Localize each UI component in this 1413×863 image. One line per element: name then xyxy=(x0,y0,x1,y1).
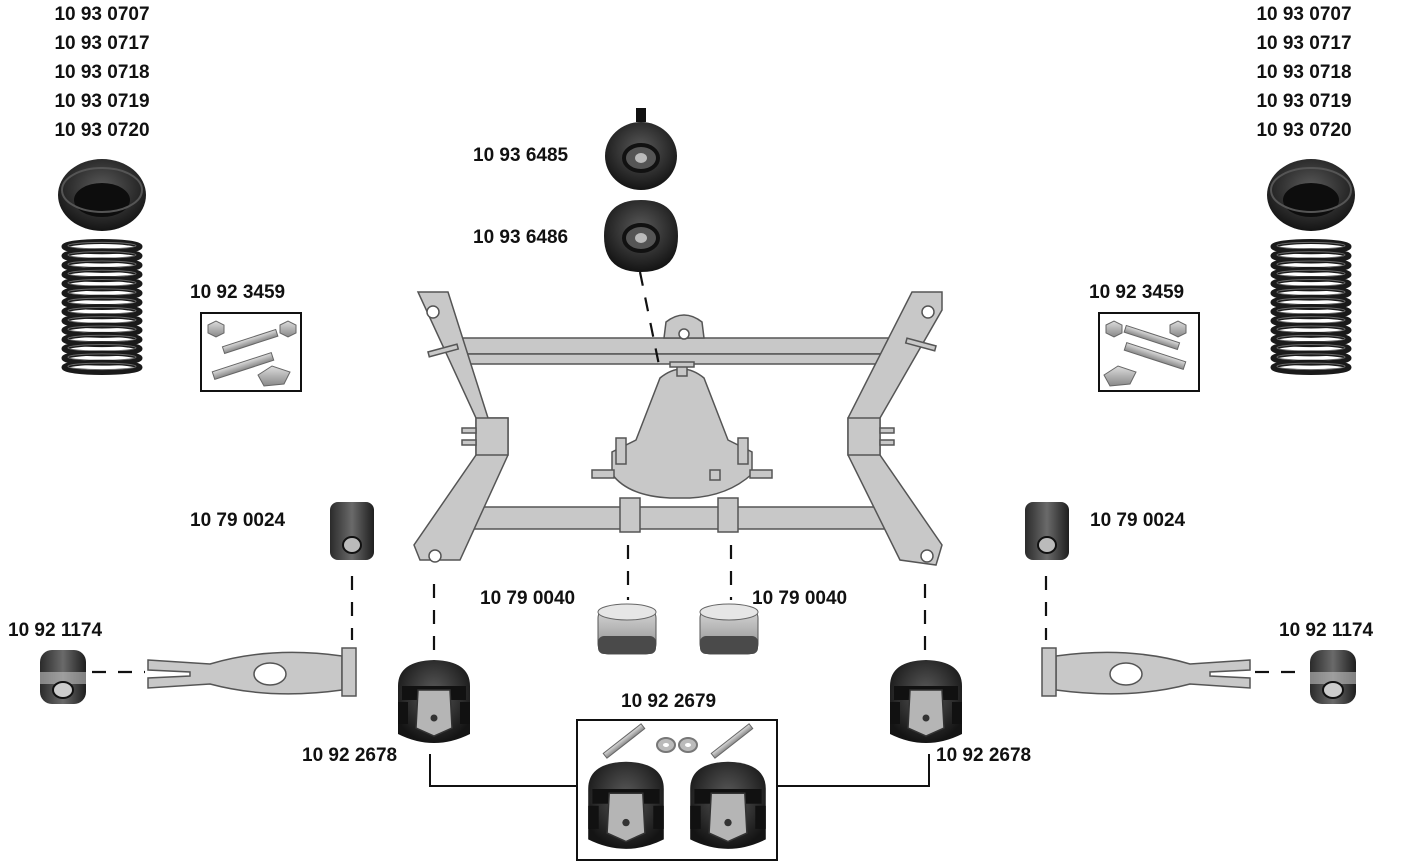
diff-mount-right-label: 10 79 0040 xyxy=(752,584,847,613)
differential xyxy=(592,362,772,498)
subframe-mount-left xyxy=(398,660,470,743)
trailing-arm-right xyxy=(1042,648,1250,696)
part-number: 10 93 0718 xyxy=(1242,58,1366,87)
top-mount-lower-label: 10 93 6486 xyxy=(473,223,568,252)
part-number: 10 93 0718 xyxy=(40,58,164,87)
bolt-kit-left xyxy=(201,313,301,391)
diff-mount-left xyxy=(598,604,656,654)
arm-bush-left xyxy=(40,650,86,704)
part-number: 10 93 0719 xyxy=(40,87,164,116)
top-mount-lower xyxy=(604,200,678,272)
spring-seat-right xyxy=(1267,159,1355,231)
top-mount-upper-label: 10 93 6485 xyxy=(473,141,568,170)
bolt-kit-right-label: 10 92 3459 xyxy=(1089,278,1184,307)
diff-mount-left-label: 10 79 0040 xyxy=(480,584,575,613)
part-number: 10 93 0720 xyxy=(1242,116,1366,145)
part-number: 10 93 0707 xyxy=(1242,0,1366,29)
arm-bush-right-label: 10 92 1174 xyxy=(1279,616,1373,645)
part-number: 10 93 0719 xyxy=(1242,87,1366,116)
subframe-mount-left-label: 10 92 2678 xyxy=(302,741,397,770)
subframe-mount-right xyxy=(890,660,962,743)
subframe-mount-right-label: 10 92 2678 xyxy=(936,741,1031,770)
part-number: 10 93 0707 xyxy=(40,0,164,29)
top-mount-upper xyxy=(605,108,677,190)
coil-spring-left xyxy=(64,242,140,373)
spring-part-numbers-left: 10 93 0707 10 93 0717 10 93 0718 10 93 0… xyxy=(40,0,164,145)
spring-part-numbers-right: 10 93 0707 10 93 0717 10 93 0718 10 93 0… xyxy=(1242,0,1366,145)
coil-spring-right xyxy=(1273,242,1349,373)
diff-mount-right xyxy=(700,604,758,654)
bush-right-label: 10 79 0024 xyxy=(1090,506,1185,535)
part-number: 10 93 0717 xyxy=(1242,29,1366,58)
trailing-arm-left xyxy=(148,648,356,696)
part-number: 10 93 0717 xyxy=(40,29,164,58)
arm-bush-right xyxy=(1310,650,1356,704)
bush-left xyxy=(330,502,374,560)
subframe-mount-kit-label: 10 92 2679 xyxy=(621,687,716,716)
subframe-mount-kit xyxy=(577,720,777,860)
bush-right xyxy=(1025,502,1069,560)
part-number: 10 93 0720 xyxy=(40,116,164,145)
bolt-kit-right xyxy=(1099,313,1199,391)
bush-left-label: 10 79 0024 xyxy=(190,506,285,535)
spring-seat-left xyxy=(58,159,146,231)
arm-bush-left-label: 10 92 1174 xyxy=(8,616,102,645)
bolt-kit-left-label: 10 92 3459 xyxy=(190,278,285,307)
